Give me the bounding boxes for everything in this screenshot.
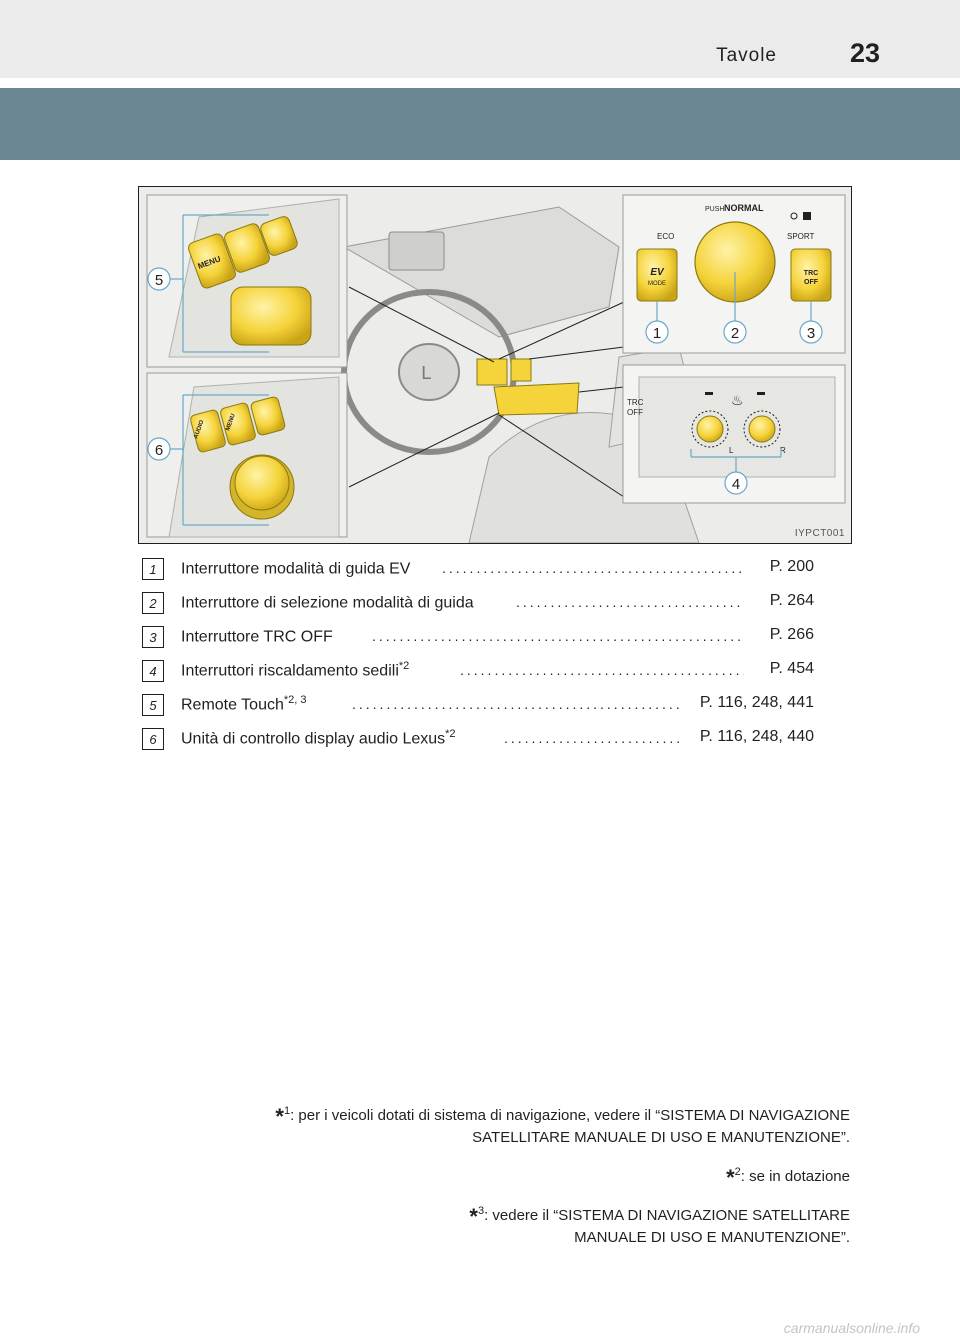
footnote: *3: vedere il “SISTEMA DI NAVIGAZIONE SA… xyxy=(130,1200,850,1249)
index-label: Interruttore di selezione modalità di gu… xyxy=(181,592,474,612)
index-label: Interruttori riscaldamento sedili*2 xyxy=(181,660,409,680)
illustration-svg: L MENU 5 xyxy=(139,187,851,543)
leader-dots: ........................................… xyxy=(352,696,680,712)
leader-dots: ........................................… xyxy=(442,560,744,576)
footnotes: *1: per i veicoli dotati di sistema di n… xyxy=(130,1100,850,1261)
callout-3: 3 xyxy=(800,321,822,343)
svg-text:TRC: TRC xyxy=(804,270,818,277)
dashboard-illustration: L MENU 5 xyxy=(138,186,852,544)
svg-text:L: L xyxy=(421,363,431,384)
svg-text:NORMAL: NORMAL xyxy=(724,203,764,213)
index-number: 1 xyxy=(142,558,164,580)
svg-text:4: 4 xyxy=(732,476,740,493)
index-page-ref[interactable]: P. 264 xyxy=(770,592,814,610)
inset-audio-controller: AUDIO MENU xyxy=(147,373,347,537)
leader-dots: ........................................… xyxy=(460,662,744,678)
index-list: 1 Interruttore modalità di guida EV ....… xyxy=(142,552,814,756)
index-label: Remote Touch*2, 3 xyxy=(181,694,307,714)
index-row: 6 Unità di controllo display audio Lexus… xyxy=(142,722,814,756)
index-page-ref[interactable]: P. 116, 248, 440 xyxy=(700,728,814,746)
figure-code: IYPCT001 xyxy=(795,528,845,539)
index-row: 2 Interruttore di selezione modalità di … xyxy=(142,586,814,620)
svg-text:6: 6 xyxy=(155,442,163,459)
leader-dots: ........................................… xyxy=(372,628,744,644)
callout-1: 1 xyxy=(646,321,668,343)
svg-text:OFF: OFF xyxy=(627,408,643,417)
index-row: 4 Interruttori riscaldamento sedili*2 ..… xyxy=(142,654,814,688)
index-number: 6 xyxy=(142,728,164,750)
svg-text:MODE: MODE xyxy=(648,281,666,287)
svg-text:L: L xyxy=(729,446,734,455)
svg-text:1: 1 xyxy=(653,325,661,342)
section-title: Tavole xyxy=(716,45,777,67)
index-label: Interruttore TRC OFF xyxy=(181,626,333,646)
leader-dots: ........................................… xyxy=(516,594,744,610)
index-label: Unità di controllo display audio Lexus*2 xyxy=(181,728,456,748)
index-page-ref[interactable]: P. 116, 248, 441 xyxy=(700,694,814,712)
index-row: 3 Interruttore TRC OFF .................… xyxy=(142,620,814,654)
svg-text:PUSH: PUSH xyxy=(705,206,724,213)
index-number: 4 xyxy=(142,660,164,682)
index-page-ref[interactable]: P. 200 xyxy=(770,558,814,576)
svg-text:♨: ♨ xyxy=(731,393,744,409)
footnote: *2: se in dotazione xyxy=(130,1161,850,1188)
callout-2: 2 xyxy=(724,321,746,343)
index-row: 5 Remote Touch*2, 3 ....................… xyxy=(142,688,814,722)
header-band xyxy=(0,0,960,78)
index-number: 2 xyxy=(142,592,164,614)
leader-dots: ........................................… xyxy=(504,730,680,746)
index-label: Interruttore modalità di guida EV xyxy=(181,558,410,578)
footnote: *1: per i veicoli dotati di sistema di n… xyxy=(130,1100,850,1149)
callout-4: 4 xyxy=(725,472,747,494)
index-number: 5 xyxy=(142,694,164,716)
index-page-ref[interactable]: P. 266 xyxy=(770,626,814,644)
index-number: 3 xyxy=(142,626,164,648)
callout-5: 5 xyxy=(148,268,170,290)
svg-text:EV: EV xyxy=(650,267,665,278)
svg-text:SPORT: SPORT xyxy=(787,232,815,241)
header-bar xyxy=(0,88,960,160)
watermark: carmanualsonline.info xyxy=(784,1320,920,1336)
svg-text:2: 2 xyxy=(731,325,739,342)
svg-text:3: 3 xyxy=(807,325,815,342)
index-page-ref[interactable]: P. 454 xyxy=(770,660,814,678)
svg-text:TRC: TRC xyxy=(627,398,644,407)
index-row: 1 Interruttore modalità di guida EV ....… xyxy=(142,552,814,586)
inset-remote-touch: MENU xyxy=(147,195,347,367)
callout-6: 6 xyxy=(148,438,170,460)
console-touchpad-highlight xyxy=(494,383,579,415)
svg-text:5: 5 xyxy=(155,272,163,289)
svg-text:OFF: OFF xyxy=(804,279,819,286)
page-number: 23 xyxy=(850,38,880,69)
display-screen xyxy=(389,232,444,270)
console-switch-highlight xyxy=(477,359,507,385)
svg-text:ECO: ECO xyxy=(657,232,674,241)
